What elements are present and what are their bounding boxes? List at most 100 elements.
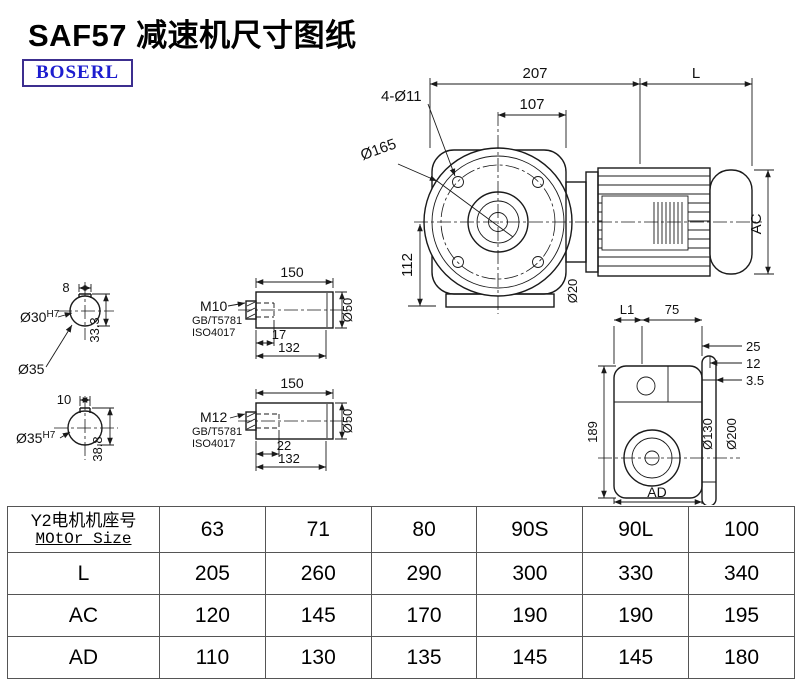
value-cell: 145 [582, 636, 690, 679]
shaft-section-2: 150 M12 GB/T5781 ISO4017 22 132 Ø50 [192, 375, 355, 471]
keyway-width-2-label: 10 [57, 392, 71, 407]
dia-50-label-2: Ø50 [340, 409, 355, 434]
tapped-hole-2 [256, 413, 280, 429]
side-detail-circle [636, 376, 656, 396]
bolt-hole [532, 256, 544, 268]
row-label-AD: AD [7, 636, 160, 679]
bore-35-tolerance: H7 [42, 430, 55, 441]
value-cell: 290 [370, 552, 478, 595]
dim-shaft-label: Ø20 [565, 279, 580, 304]
bore-30-value: Ø30 [20, 309, 47, 325]
motor-hatch [653, 202, 683, 244]
dim-25: 25 [702, 339, 760, 354]
bolt-hole [532, 176, 544, 188]
dim-112: 112 [399, 224, 436, 307]
bore-35-value: Ø35 [16, 430, 43, 446]
std-iso-label-1: ISO4017 [192, 327, 235, 339]
table-row-AD: AD 110 130 135 145 145 180 [7, 636, 795, 679]
dia-130-label: Ø130 [700, 418, 715, 450]
dim-L: L [640, 65, 753, 166]
value-cell: 170 [370, 594, 478, 637]
length-150-label-2: 150 [280, 375, 304, 391]
dim-207-label: 207 [522, 65, 547, 82]
std-gb-label-1: GB/T5781 [192, 315, 242, 327]
row-label-AC: AC [7, 594, 160, 637]
std-gb-label-2: GB/T5781 [192, 426, 242, 438]
motor-size-label-en: MOtOr Size [35, 530, 132, 549]
dim-25-label: 25 [746, 339, 760, 354]
keyway-1 [78, 293, 92, 298]
bolt-holes-label: 4-Ø11 [381, 88, 422, 105]
keyway-2 [79, 407, 91, 413]
thread-stub-2 [245, 411, 257, 431]
body-len-132-label-1: 132 [278, 340, 300, 355]
dim-L1: L1 [613, 302, 643, 364]
thread-len-22-label: 22 [277, 438, 291, 453]
size-cell: 80 [370, 506, 478, 553]
dim-107: 107 [498, 96, 567, 148]
dim-75-label: 75 [665, 302, 679, 317]
thread-M10-label: M10 [200, 298, 227, 314]
table-row-L: L 205 260 290 300 330 340 [7, 552, 795, 595]
value-cell: 120 [159, 594, 266, 637]
outer-dia-35-label: Ø35 [18, 361, 45, 377]
tapped-hole-1 [256, 302, 275, 318]
value-cell: 190 [582, 594, 690, 637]
flange-dia-label: Ø165 [358, 136, 398, 165]
dim-3-5: 3.5 [715, 372, 764, 388]
row-label-L: L [7, 552, 160, 595]
size-cell: 63 [159, 506, 266, 553]
motor-size-header-cell: Y2电机机座号 MOtOr Size [7, 506, 160, 553]
dim-75: 75 [642, 302, 703, 356]
output-flange [701, 355, 717, 505]
value-cell: 340 [688, 552, 795, 595]
thread-len-17-label: 17 [272, 327, 286, 342]
thread-M12-label: M12 [200, 409, 227, 425]
size-cell: 71 [264, 506, 372, 553]
bore-30-label: Ø30H7 [20, 309, 60, 325]
value-cell: 135 [370, 636, 478, 679]
side-body [613, 365, 703, 499]
value-cell: 300 [476, 552, 584, 595]
label-bolt-holes: 4-Ø11 [381, 88, 456, 177]
dia-200-label: Ø200 [724, 418, 739, 450]
dim-12-label: 12 [746, 356, 760, 371]
page-title: SAF57 减速机尺寸图纸 [28, 18, 357, 53]
boserl-logo-text: BOSERL [36, 62, 120, 83]
dim-AD: AD [613, 484, 703, 505]
dim-AC: AC [748, 169, 774, 275]
value-cell: 145 [476, 636, 584, 679]
motor-size-table: Y2电机机座号 MOtOr Size 63 71 80 90S 90L 100 … [7, 506, 795, 679]
bolt-hole [452, 176, 464, 188]
dim-12: 12 [709, 356, 760, 371]
value-cell: 260 [264, 552, 372, 595]
motor-size-label-cn: Y2电机机座号 [30, 510, 137, 530]
dim-AD-label: AD [647, 484, 666, 500]
dim-L-label: L [692, 65, 700, 82]
length-150-label-1: 150 [280, 264, 304, 280]
size-cell: 90L [582, 506, 690, 553]
keyway-depth-2-label: 38.8 [90, 436, 105, 461]
bore-30-circle [69, 295, 101, 327]
bolt-hole [452, 256, 464, 268]
thread-stub-1 [245, 300, 257, 320]
gearbox-side-view [598, 355, 740, 505]
bore-35-circle [67, 410, 103, 446]
dim-189-label: 189 [585, 421, 600, 443]
dim-189: 189 [585, 365, 616, 499]
value-cell: 195 [688, 594, 795, 637]
keyway-width-1-label: 8 [62, 280, 69, 295]
technical-drawing: 207 L 107 4-Ø11 Ø165 112 AC [16, 65, 774, 505]
shaft-section-1: 150 M10 GB/T5781 ISO4017 17 132 Ø50 [192, 264, 355, 359]
shaft-end-view-2: 10 Ø35H7 38.8 [16, 392, 118, 462]
dim-207: 207 [429, 65, 641, 164]
keyway-depth-1-label: 33.3 [87, 317, 102, 342]
value-cell: 330 [582, 552, 690, 595]
value-cell: 205 [159, 552, 266, 595]
shaft-end-view-1: 8 Ø30H7 33.3 Ø35 [18, 280, 114, 377]
value-cell: 130 [264, 636, 372, 679]
value-cell: 145 [264, 594, 372, 637]
dim-L1-label: L1 [620, 302, 634, 317]
bore-35-label: Ø35H7 [16, 430, 56, 446]
